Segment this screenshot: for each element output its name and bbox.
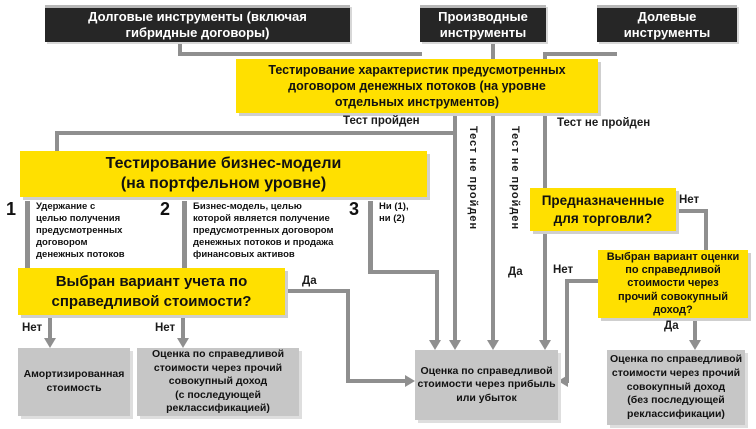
connector-hft-no-v [704, 209, 708, 250]
test-failed-label-right: Тест не пройден [557, 117, 651, 129]
connector-no-foci-recycling [181, 315, 185, 341]
connector-fvoption-yes-h2 [346, 379, 406, 383]
connector-fvoption-yes-h [285, 289, 350, 293]
debt-instruments-box: Долговые инструменты (включая гибридные … [45, 5, 350, 42]
foci-recycling-box: Оценка по справедливой стоимости через п… [137, 348, 299, 416]
connector-option3-horizontal [368, 270, 439, 274]
no-label-amortized: Нет [22, 322, 43, 334]
test-passed-label: Тест пройден [343, 115, 420, 127]
arrow-into-fvtpl-right [558, 375, 568, 387]
option1-number: 1 [6, 199, 17, 219]
fvtpl-box: Оценка по справедливой стоимости через п… [415, 350, 558, 420]
derivative-instruments-box: Производные инструменты [420, 5, 546, 42]
option1-divider [25, 201, 30, 268]
no-label-foci-recycling: Нет [155, 322, 176, 334]
no-label-held-for-trading: Нет [679, 194, 700, 206]
arrow-into-fvtpl-2 [449, 340, 461, 350]
equity-instruments-box: Долевые инструменты [597, 5, 737, 42]
arrow-into-fvtpl-3 [487, 340, 499, 350]
fv-option-question-box: Выбран вариант учета по справедливой сто… [18, 268, 285, 315]
connector-derivatives-to-fvtpl [491, 43, 495, 343]
option3-number: 3 [349, 199, 360, 219]
yes-label-fv-option: Да [302, 275, 317, 287]
held-for-trading-question-box: Предназначенные для торговли? [530, 188, 676, 231]
connector-debt-down [178, 42, 182, 54]
connector-equity-horizontal [543, 52, 617, 56]
connector-focielect-no-h [565, 279, 598, 283]
no-label-foci-election: Нет [553, 264, 574, 276]
connector-hft-no-h [676, 209, 708, 213]
connector-no-amortized [48, 315, 52, 341]
sppi-test-box: Тестирование характеристик предусмотренн… [236, 59, 598, 113]
connector-test-passed-down [55, 131, 59, 153]
arrow-into-fvtpl-4 [539, 340, 551, 350]
option2-text: Бизнес-модель, целью которой является по… [193, 201, 334, 260]
arrow-into-amortized [44, 338, 56, 348]
arrow-into-fvtpl-left [405, 375, 415, 387]
arrow-into-foci-norecycling [689, 340, 701, 350]
amortized-cost-box: Амортизированная стоимость [18, 348, 130, 416]
connector-sppi-failed [453, 113, 457, 343]
business-model-test-box: Тестирование бизнес-модели (на портфельн… [20, 151, 427, 197]
option2-divider [182, 201, 187, 268]
arrow-into-foci-recycling [177, 338, 189, 348]
yes-label-held-for-trading: Да [508, 266, 523, 278]
foci-no-recycling-box: Оценка по справедливой стоимости через п… [607, 350, 745, 425]
connector-test-passed [55, 131, 457, 135]
test-failed-label-rotated-1: Тест не пройден [467, 126, 479, 231]
option2-number: 2 [160, 199, 171, 219]
connector-option3-down [435, 270, 439, 343]
connector-debt-to-sppi [178, 52, 422, 56]
yes-label-foci-election: Да [664, 320, 679, 332]
test-failed-label-rotated-2: Тест не пройден [509, 126, 521, 231]
connector-focielect-yes [693, 318, 697, 342]
connector-fvoption-yes-v [346, 289, 350, 383]
foci-election-question-box: Выбран вариант оценки по справедливой ст… [598, 250, 748, 318]
connector-focielect-no-v [565, 279, 569, 383]
option3-text: Ни (1), ни (2) [379, 201, 409, 224]
option3-divider-line [368, 201, 373, 274]
arrow-into-fvtpl-1 [429, 340, 441, 350]
option1-text: Удержание с целью получения предусмотрен… [36, 201, 125, 260]
